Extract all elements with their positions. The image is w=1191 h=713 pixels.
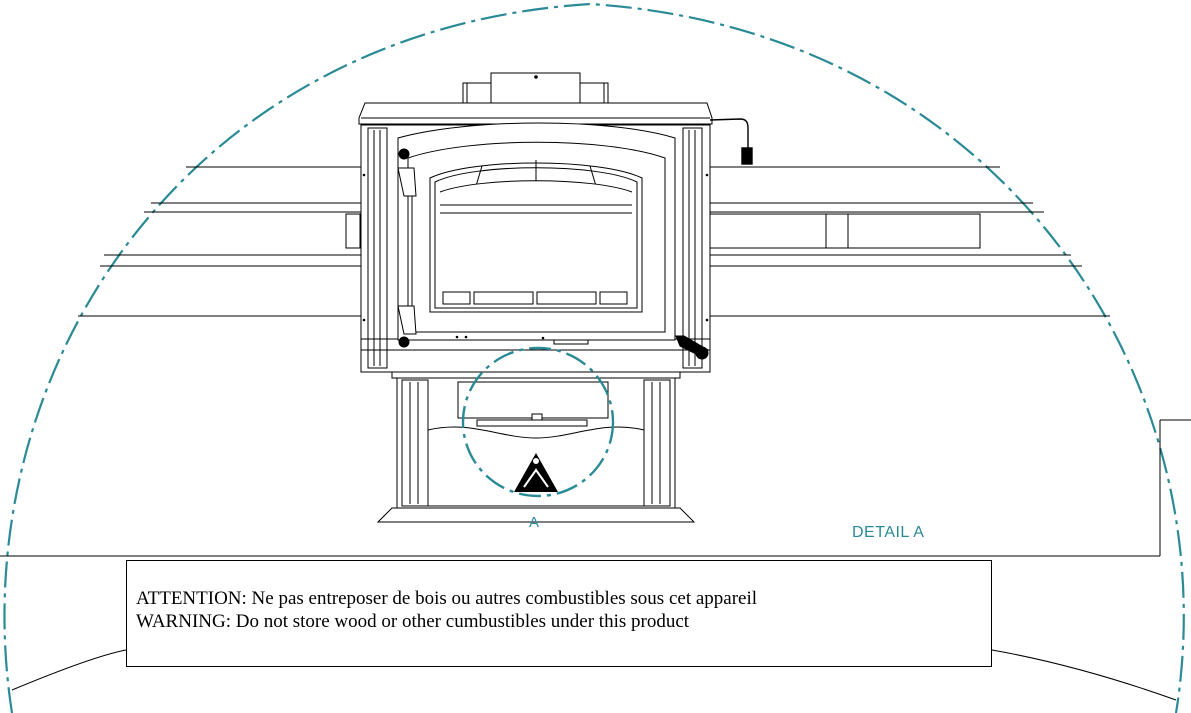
- ash-lip: [553, 339, 589, 345]
- stove-top: [358, 102, 713, 125]
- warning-label-box: ATTENTION: Ne pas entreposer de bois ou …: [126, 560, 992, 667]
- floor-lines: [0, 419, 1191, 701]
- flue-collar: [462, 72, 609, 104]
- door-frame: [397, 122, 676, 341]
- detail-a-label: DETAIL A: [852, 524, 925, 541]
- detail-callout-letter: A: [529, 514, 540, 531]
- power-cord: [709, 118, 753, 165]
- door-hinges: [397, 148, 417, 348]
- door-latch-handle: [675, 335, 709, 360]
- warning-french-text: ATTENTION: Ne pas entreposer de bois ou …: [136, 588, 758, 609]
- stove-pedestal: [376, 371, 696, 523]
- body-fasteners: [362, 173, 709, 340]
- warning-english-text: WARNING: Do not store wood or other cumb…: [136, 611, 690, 632]
- ja-logo-badge: [514, 453, 558, 492]
- detail-a-callout-circle: [461, 346, 615, 498]
